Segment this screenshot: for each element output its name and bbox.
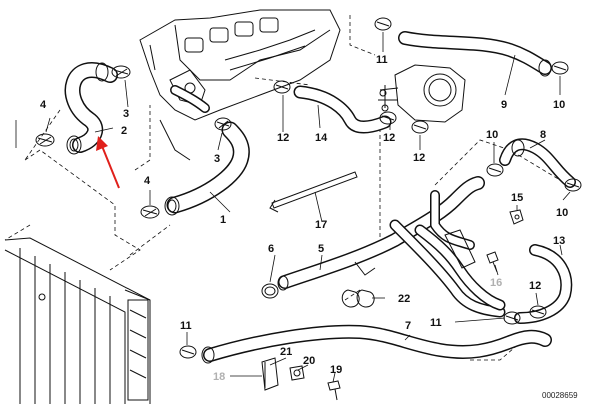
label-part-4: 4 [144,175,151,187]
clamp [35,133,55,147]
hose-clamps [35,17,582,359]
label-part-12: 12 [413,152,425,164]
dashed-guides [4,15,561,361]
hose-9 [398,31,552,77]
label-part-18: 18 [213,371,225,383]
label-part-12: 12 [277,132,289,144]
label-part-19: 19 [330,364,342,376]
clamp [179,345,197,359]
hose-13 [514,244,573,324]
clamp [140,205,160,219]
label-part-10: 10 [556,207,568,219]
label-part-2: 2 [121,125,127,137]
label-part-3: 3 [123,108,129,120]
label-part-10: 10 [553,99,565,111]
hose-14 [293,85,392,134]
pipe-7 [201,324,552,364]
hose-2 [64,62,118,155]
label-part-13: 13 [553,235,565,247]
label-part-11: 11 [180,320,192,332]
radiator [4,237,151,404]
label-part-12: 12 [383,132,395,144]
label-part-9: 9 [501,99,507,111]
label-part-10: 10 [486,129,498,141]
label-part-21: 21 [280,346,292,358]
small-parts [261,209,524,401]
label-part-15: 15 [511,192,523,204]
clamp [214,117,232,131]
hose-8 [499,138,576,188]
catalog-number: 00028659 [542,391,578,400]
clamp [529,305,547,319]
label-part-22: 22 [398,293,410,305]
red-arrow [96,136,120,189]
label-part-11: 11 [376,54,388,66]
label-part-11: 11 [430,317,442,329]
label-part-17: 17 [315,219,327,231]
label-part-14: 14 [315,132,328,144]
label-part-8: 8 [540,129,546,141]
hose-3 [170,85,210,113]
label-part-20: 20 [303,355,315,367]
hose-1 [164,121,250,216]
label-part-5: 5 [318,243,324,255]
clamp [111,65,131,79]
clamp [411,120,429,134]
label-part-4: 4 [40,99,47,111]
label-part-16: 16 [490,277,502,289]
label-part-1: 1 [220,214,226,226]
clamp [374,17,392,31]
part-labels: 4 3 2 3 4 1 12 14 11 9 10 12 12 10 8 10 … [40,54,578,400]
cable-tie-17 [269,171,358,213]
leader-lines [15,32,571,383]
label-part-6: 6 [268,243,274,255]
clamp [564,178,582,192]
label-part-7: 7 [405,320,411,332]
label-part-3: 3 [214,153,220,165]
clamp [379,111,397,125]
middle-pipes [389,190,506,318]
throttle-body [378,64,466,123]
clamp [486,163,504,177]
clamp [273,80,291,94]
clamp [551,61,569,75]
label-part-12: 12 [529,280,541,292]
